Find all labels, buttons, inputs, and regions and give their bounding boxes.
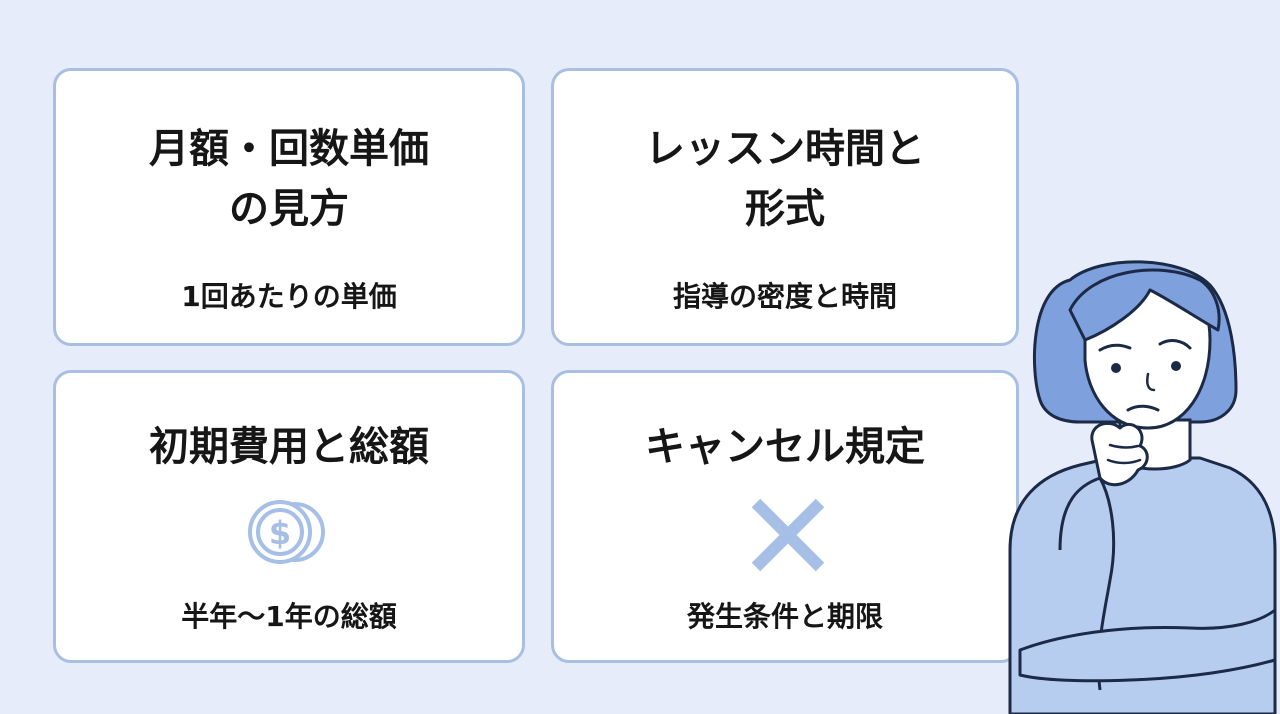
cross-icon: [751, 498, 825, 572]
card-title: 月額・回数単価 の見方: [149, 126, 429, 232]
dollar-coin-icon: $: [248, 500, 325, 564]
card-subtitle: 1回あたりの単価: [181, 280, 397, 313]
card-title: キャンセル規定: [645, 424, 925, 470]
card-title: 初期費用と総額: [149, 424, 429, 470]
thinking-woman-icon: [1008, 260, 1277, 714]
card-title: レッスン時間と 形式: [645, 126, 925, 232]
card-lesson-time-format: レッスン時間と 形式 指導の密度と時間: [551, 68, 1019, 346]
card-initial-cost-total: 初期費用と総額 $ 半年〜1年の総額: [53, 370, 525, 663]
svg-text:$: $: [269, 514, 291, 552]
card-subtitle: 発生条件と期限: [686, 600, 883, 633]
card-monthly-unit-price: 月額・回数単価 の見方 1回あたりの単価: [53, 68, 525, 346]
card-subtitle: 半年〜1年の総額: [181, 600, 397, 633]
card-subtitle: 指導の密度と時間: [672, 280, 897, 313]
card-cancellation-policy: キャンセル規定 発生条件と期限: [551, 370, 1019, 663]
